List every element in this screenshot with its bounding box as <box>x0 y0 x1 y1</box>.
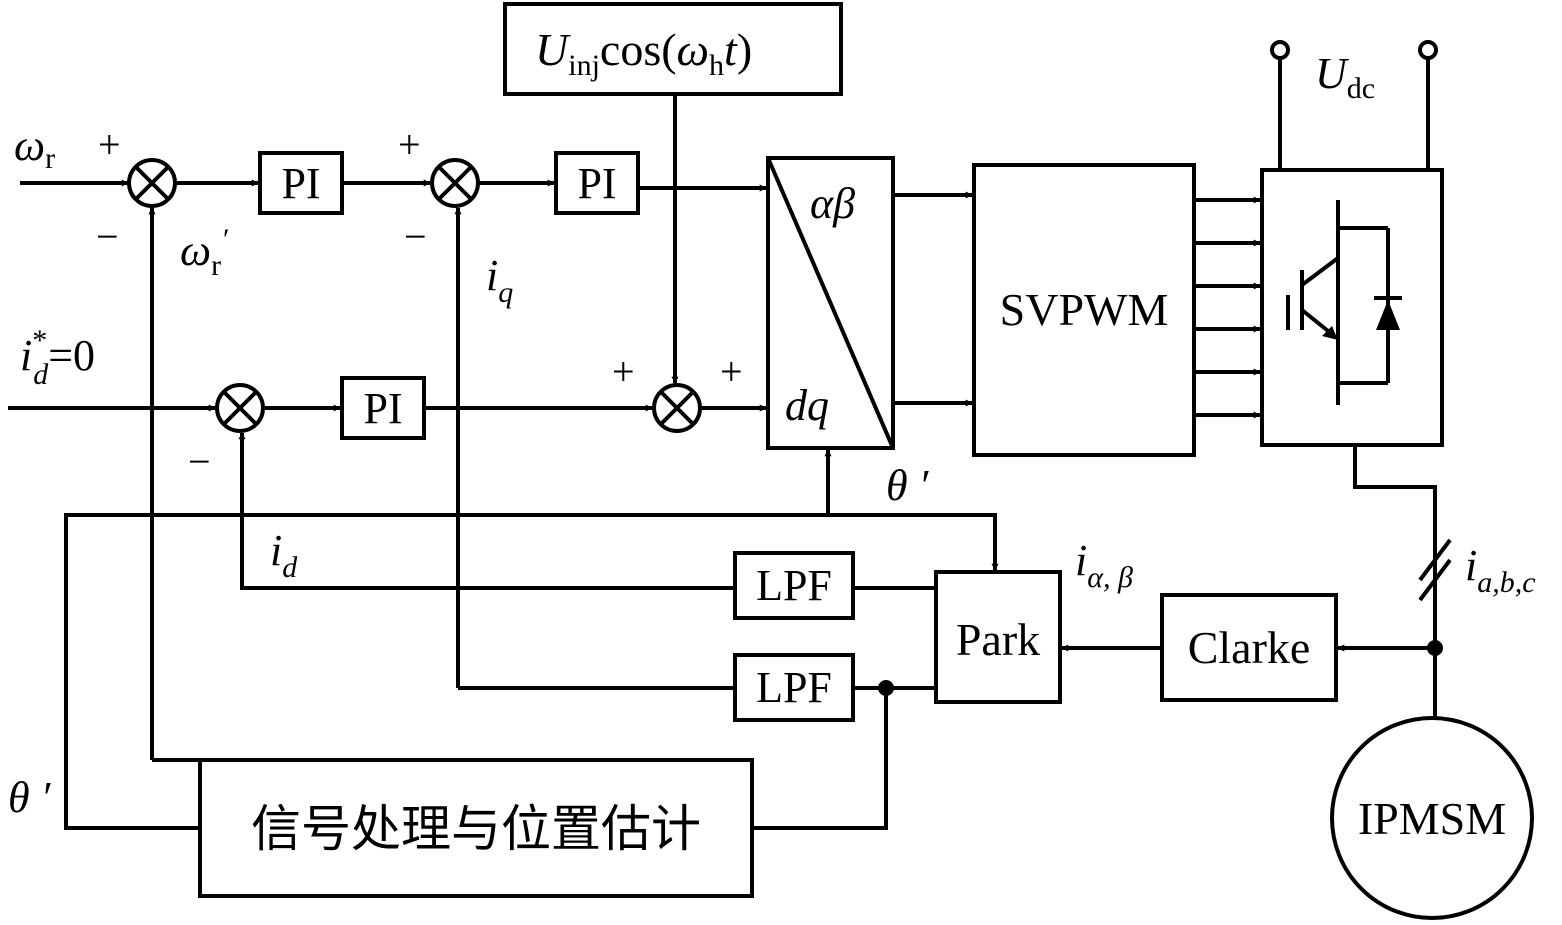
summing-junction-inj <box>652 383 702 433</box>
iabc-label: ia,b,c <box>1465 541 1536 599</box>
svg-text:+: + <box>98 122 121 167</box>
svg-text:信号处理与位置估计: 信号处理与位置估计 <box>251 800 701 858</box>
svg-text:PI: PI <box>363 384 402 433</box>
svg-text:LPF: LPF <box>756 561 832 610</box>
pi-q-block: PI <box>554 151 640 215</box>
iq-label: iq <box>486 251 513 309</box>
svg-text:+: + <box>398 122 421 167</box>
summing-junction-speed <box>127 158 177 208</box>
svg-text:PI: PI <box>281 159 320 208</box>
inverse-park-block: αβ dq <box>766 156 895 450</box>
udc-label: Udc <box>1315 49 1375 105</box>
svg-text:SVPWM: SVPWM <box>1000 284 1169 335</box>
svg-text:+: + <box>612 349 635 394</box>
theta-est-top-label: θ ′ <box>886 461 930 510</box>
svg-text:LPF: LPF <box>756 663 832 712</box>
lpf-q-block: LPF <box>733 653 855 722</box>
clarke-block: Clarke <box>1160 593 1338 702</box>
pwm-signals <box>1194 196 1261 419</box>
id-ref-label: i*d=0 <box>20 324 95 391</box>
summing-junction-d <box>215 383 265 433</box>
svg-text:IPMSM: IPMSM <box>1358 793 1506 844</box>
id-label: id <box>270 526 298 584</box>
svg-text:−: − <box>96 214 119 259</box>
svg-text:−: − <box>404 214 427 259</box>
svg-text:+: + <box>720 349 743 394</box>
lpf-d-block: LPF <box>733 551 855 620</box>
ipmsm-motor: IPMSM <box>1330 716 1534 920</box>
svpwm-block: SVPWM <box>972 163 1196 457</box>
speed-loop: ωr + − PI + − PI ωr′ <box>14 121 767 762</box>
svg-text:−: − <box>188 439 211 484</box>
omega-r-est-label: ωr′ <box>180 223 228 282</box>
injection-block: Uinjcos(ωht) <box>503 2 843 96</box>
svg-text:Park: Park <box>956 614 1040 665</box>
svg-text:Clarke: Clarke <box>1188 622 1311 673</box>
omega-r-label: ωr <box>14 121 55 175</box>
svg-text:Uinjcos(ωht): Uinjcos(ωht) <box>535 24 752 82</box>
dc-bus: Udc <box>1270 40 1438 170</box>
theta-est-left-label: θ ′ <box>8 773 52 822</box>
svg-text:αβ: αβ <box>810 179 855 228</box>
pi-speed-block: PI <box>258 151 344 215</box>
svg-text:dq: dq <box>785 381 829 430</box>
summing-junction-q <box>430 158 480 208</box>
svg-text:PI: PI <box>577 159 616 208</box>
i-alpha-beta-label: iα, β <box>1075 536 1133 594</box>
estimator-block: 信号处理与位置估计 <box>198 758 754 898</box>
d-axis-loop: i*d=0 − PI + + id <box>8 94 767 590</box>
pi-d-block: PI <box>340 376 426 440</box>
park-block: Park <box>934 570 1062 704</box>
inverter-block <box>1260 168 1444 447</box>
